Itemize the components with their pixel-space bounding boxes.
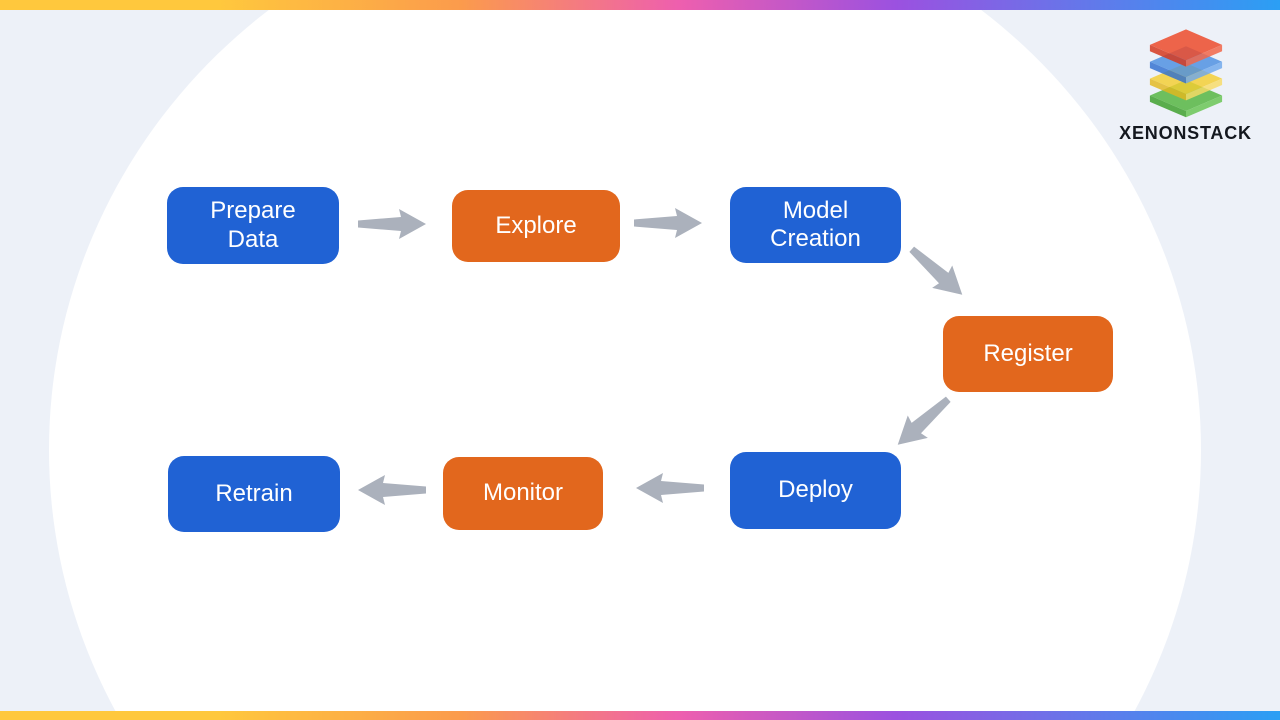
flow-node-deploy: Deploy — [730, 452, 901, 529]
flow-node-prepare-data: Prepare Data — [167, 187, 339, 264]
flow-node-retrain: Retrain — [168, 456, 340, 532]
flow-node-register: Register — [943, 316, 1113, 392]
flow-node-label: Deploy — [778, 476, 853, 504]
bottom-gradient-bar — [0, 711, 1280, 720]
flow-node-label: Retrain — [215, 479, 293, 507]
arrow-deploy-to-monitor-icon — [636, 473, 704, 503]
flow-node-label: Monitor — [482, 479, 564, 507]
flow-node-label: Explore — [495, 211, 577, 239]
flow-node-explore: Explore — [452, 190, 620, 262]
flow-node-label: Prepare Data — [210, 197, 296, 253]
arrow-monitor-to-retrain-icon — [358, 475, 426, 505]
flow-node-monitor: Monitor — [443, 457, 603, 530]
arrow-prepare-to-explore-icon — [358, 209, 426, 239]
xenonstack-logo: XENONSTACK — [1108, 28, 1263, 144]
top-gradient-bar — [0, 0, 1280, 10]
arrow-explore-to-model-icon — [634, 208, 702, 238]
xenonstack-logo-text: XENONSTACK — [1119, 123, 1252, 143]
flow-node-model-creation: Model Creation — [730, 187, 901, 263]
flow-node-label: Model Creation — [770, 196, 861, 252]
flow-node-label: Register — [983, 339, 1073, 367]
layer-stack-icon — [1149, 29, 1222, 118]
